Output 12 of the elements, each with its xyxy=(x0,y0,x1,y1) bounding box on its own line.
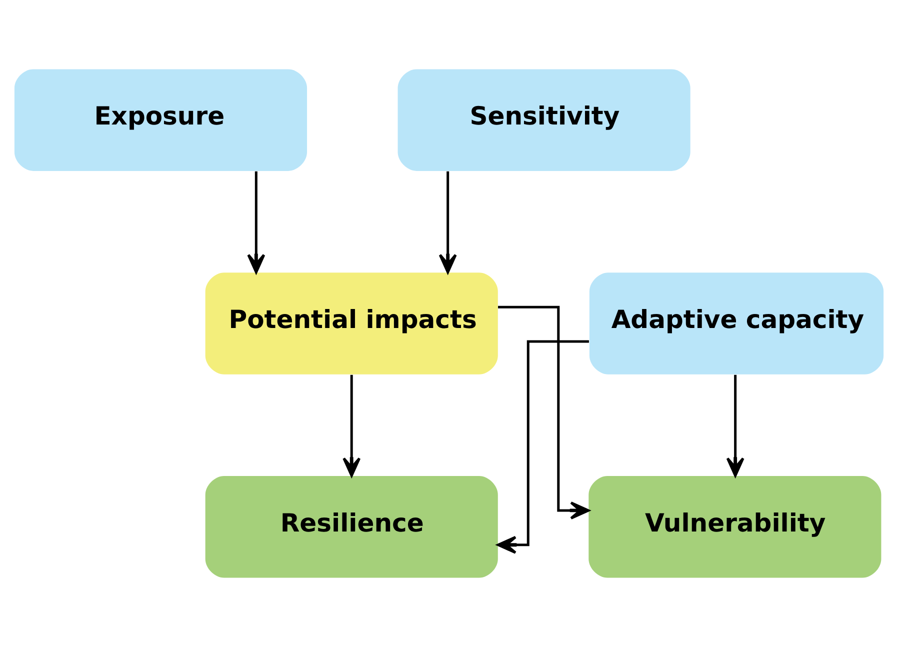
node-box: Sensitivity xyxy=(398,69,690,171)
node-box: Potential impacts xyxy=(205,272,498,374)
arrow xyxy=(498,306,590,520)
node-box: Adaptive capacity xyxy=(589,272,884,374)
arrow xyxy=(726,374,744,477)
node-box: Vulnerability xyxy=(588,476,882,578)
arrow xyxy=(247,171,266,274)
node-box: Resilience xyxy=(205,476,498,578)
node-box: Exposure xyxy=(14,69,308,171)
arrow xyxy=(496,340,589,554)
arrow xyxy=(342,374,361,477)
arrow xyxy=(438,171,457,274)
